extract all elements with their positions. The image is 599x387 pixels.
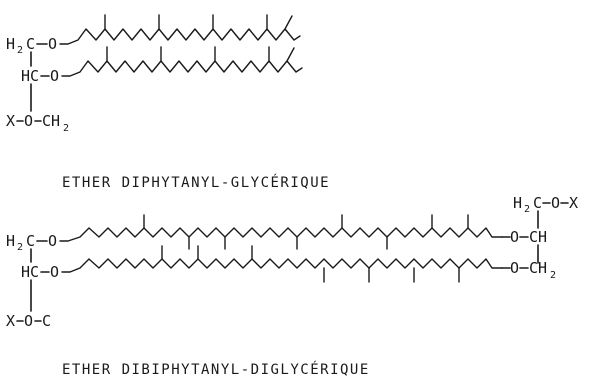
bottom-biphytanyl-chain-2 bbox=[61, 245, 503, 283]
bottom-left-h2c-c: C bbox=[26, 232, 35, 250]
top-o3: O bbox=[24, 112, 33, 130]
top-h2c-sub: 2 bbox=[17, 45, 23, 56]
bottom-left-o2: O bbox=[50, 263, 59, 281]
top-phytanyl-chain-1 bbox=[59, 14, 301, 45]
bottom-left-o3: O bbox=[24, 312, 33, 330]
bottom-right-h2c-c: C bbox=[533, 194, 542, 212]
bottom-right-ch2-sub: 2 bbox=[550, 270, 556, 281]
top-hc: HC bbox=[21, 67, 39, 85]
top-molecule: H 2 C O HC O X O CH 2 bbox=[6, 14, 330, 191]
bottom-right-o-top: O bbox=[551, 194, 560, 212]
bottom-left-h2c-h: H bbox=[6, 232, 15, 250]
top-caption: ETHER DIPHYTANYL-GLYCÉRIQUE bbox=[62, 174, 330, 191]
bottom-right-o2: O bbox=[510, 259, 519, 277]
top-phytanyl-chain-2 bbox=[61, 46, 303, 77]
top-o1: O bbox=[48, 35, 57, 53]
bottom-left-o1: O bbox=[48, 232, 57, 250]
top-h2c-c: C bbox=[26, 35, 35, 53]
bottom-biphytanyl-chain-1 bbox=[59, 214, 503, 250]
top-ch: CH bbox=[42, 112, 60, 130]
bottom-right-x: X bbox=[569, 194, 578, 212]
bottom-left-h2c-sub: 2 bbox=[17, 242, 23, 253]
bottom-right-ch: CH bbox=[529, 228, 547, 246]
bottom-right-h2c-sub: 2 bbox=[524, 204, 530, 215]
bottom-molecule: H 2 C O HC O X O C bbox=[6, 194, 578, 378]
bottom-right-h2c-h: H bbox=[513, 194, 522, 212]
bottom-left-c: C bbox=[42, 312, 51, 330]
bottom-left-hc: HC bbox=[21, 263, 39, 281]
top-ch-sub: 2 bbox=[63, 123, 69, 134]
bottom-caption: ETHER DIBIPHYTANYL-DIGLYCÉRIQUE bbox=[62, 361, 370, 378]
top-h2c-h: H bbox=[6, 35, 15, 53]
bottom-right-ch2: CH bbox=[529, 259, 547, 277]
top-o2: O bbox=[50, 67, 59, 85]
bottom-left-x: X bbox=[6, 312, 15, 330]
top-x: X bbox=[6, 112, 15, 130]
bottom-right-o1: O bbox=[510, 228, 519, 246]
